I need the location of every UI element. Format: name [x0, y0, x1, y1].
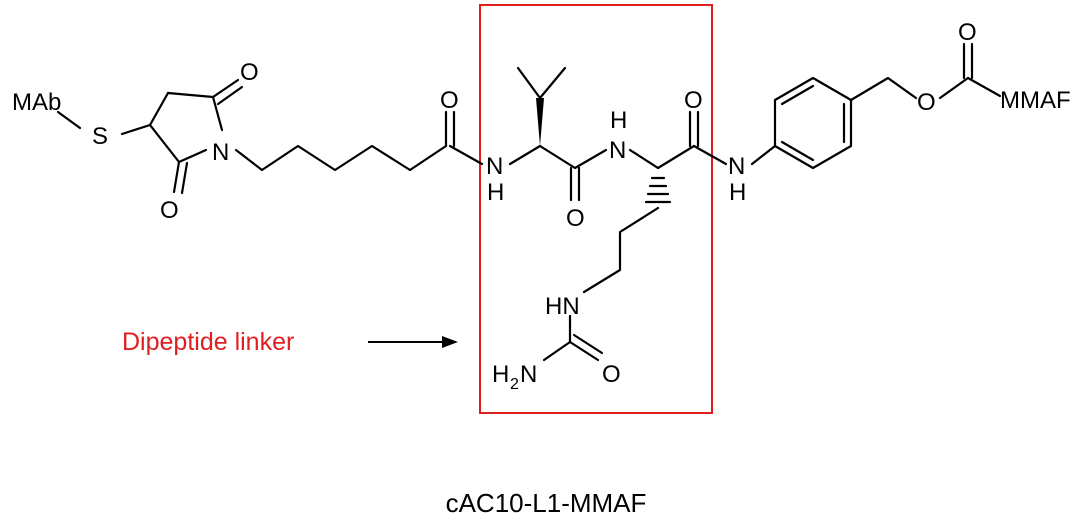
label-o-urea: O	[602, 361, 621, 388]
dipeptide-linker-label: Dipeptide linker	[122, 328, 294, 356]
label-o-hexanoyl: O	[440, 87, 459, 114]
molecule-caption: cAC10-L1-MMAF	[446, 488, 647, 518]
bond-benzyl-o	[849, 76, 918, 102]
label-mab: MAb	[12, 89, 61, 116]
bond-co-top-b	[216, 85, 244, 106]
label-n-urea: N	[520, 361, 537, 388]
bond-ipr-1	[516, 66, 542, 100]
bond-ring-3	[211, 95, 224, 132]
bond-s-c3	[120, 123, 152, 136]
bond-ring-1	[148, 91, 170, 127]
bond-curea-o-b	[572, 333, 604, 355]
wedge-val	[536, 98, 544, 146]
bond-ring-5	[148, 123, 181, 164]
bond-nh-citca	[628, 148, 660, 170]
label-h2-urea: H	[492, 361, 509, 388]
bond-nh-valca	[508, 144, 542, 166]
bond-citca-co	[656, 144, 696, 170]
label-h-amide-2: H	[610, 107, 627, 134]
bond-valca-co	[538, 144, 577, 170]
dipeptide-highlight-box	[479, 4, 713, 414]
label-o-imide-top: O	[240, 59, 259, 86]
label-mmaf: MMAF	[1000, 87, 1071, 114]
bond-cit-sidechain	[582, 206, 660, 294]
bond-o-carbonyl	[938, 76, 970, 100]
bond-co-bot-b	[180, 161, 189, 195]
label-o-imide-bottom: O	[160, 197, 179, 224]
bond-ring-2	[166, 91, 215, 99]
bond-carbonyl-mmaf	[966, 76, 1002, 98]
bonds	[56, 42, 1002, 362]
label-o-cit: O	[684, 87, 703, 114]
label-hn-urea: HN	[545, 293, 580, 320]
label-h-amide-1: H	[487, 179, 504, 206]
atom-labels: MAb S N O O O N H O H N O N H HN H 2 N O…	[12, 19, 1071, 393]
benzene-ring	[773, 76, 853, 170]
bond-curea-nh2	[542, 340, 572, 362]
bond-co-top-a	[211, 78, 240, 99]
bond-co-nhcit	[573, 148, 608, 170]
callout-arrow	[368, 336, 458, 348]
label-o-ester: O	[917, 89, 936, 116]
hash-cit	[644, 176, 672, 204]
bond-ipr-2	[538, 66, 567, 100]
benzene-db-3	[780, 140, 815, 162]
bond-ring-4	[177, 148, 208, 164]
label-n-imide: N	[212, 139, 229, 166]
bond-hexanoyl-chain	[234, 144, 448, 172]
bond-hex-nh	[448, 144, 484, 166]
label-n-amide-1: N	[486, 153, 503, 180]
label-o-carbamate: O	[958, 19, 977, 46]
benzene-db-1	[780, 84, 815, 106]
label-n-amide-2: N	[609, 137, 626, 164]
label-o-val: O	[566, 205, 585, 232]
bond-co-nhpab	[692, 144, 728, 166]
label-sulfur: S	[92, 123, 108, 150]
bond-mab-s	[56, 110, 82, 130]
label-h2-subscript: 2	[510, 376, 519, 393]
bond-curea-o-a	[568, 340, 600, 362]
label-n-amide-3: N	[728, 153, 745, 180]
label-h-amide-3: H	[729, 179, 746, 206]
bond-co-bot-a	[172, 160, 181, 194]
bond-nh-aryl	[750, 144, 777, 166]
